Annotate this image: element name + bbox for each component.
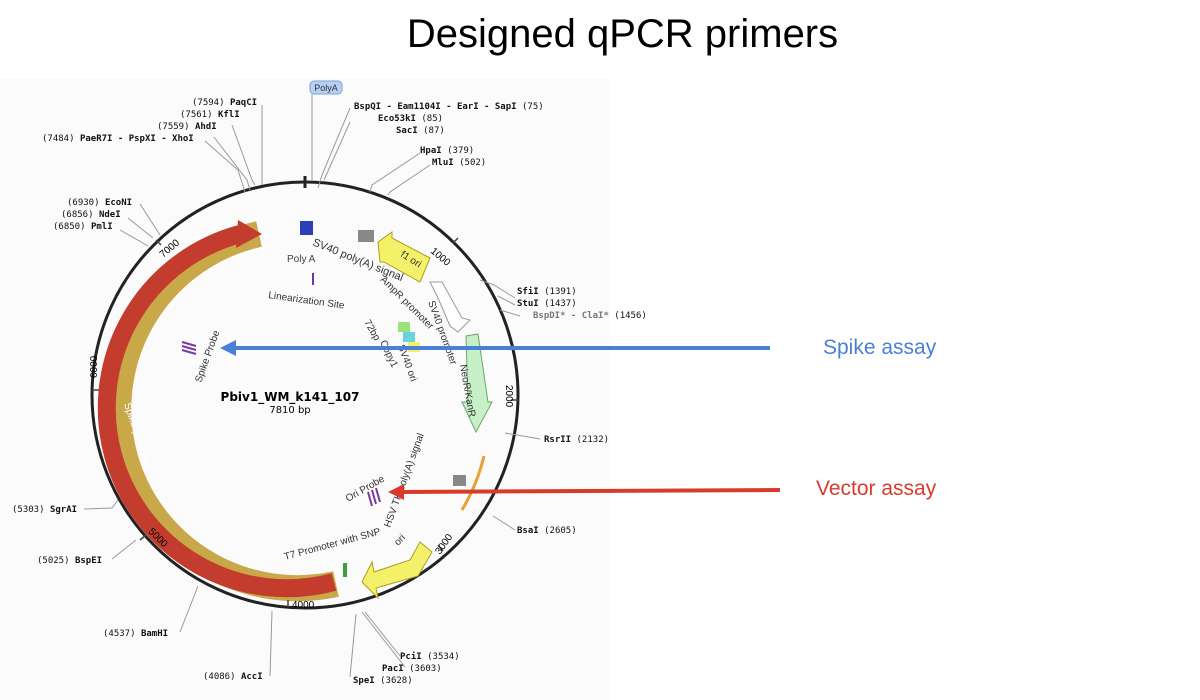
site-bspqi: BspQI - Eam1104I - EarI - SapI (75) [354,102,544,112]
site-ndei: (6856) NdeI [61,210,121,220]
neor-kanr-arrow [461,333,493,434]
site-mlui: MluI (502) [432,158,486,168]
hsv-tk-label: HSV TK poly(A) signal [382,432,426,529]
spike-gene-arc [97,225,337,598]
copy1-label: Copy1 [377,339,399,370]
tick-2000: 2000 [503,385,514,408]
site-eco53ki: Eco53kI (85) [378,114,443,124]
tick-1000: 1000 [428,246,452,269]
site-hpai: HpaI (379) [420,146,474,156]
site-econi: (6930) EcoNI [67,198,132,208]
f1-ori-arrow [377,231,431,283]
t7-marker [343,563,347,577]
site-bspdi: BspDI* - ClaI* (1456) [533,311,647,321]
site-saci: SacI (87) [396,126,445,136]
spike-assay-label: Spike assay [823,336,937,359]
spike-probe-label: Spike Probe [193,329,222,384]
tick-6000: 6000 [89,355,100,378]
72bp-box [398,322,410,332]
ori-probe-label: Ori Probe [344,473,387,504]
tick-3000: 3000 [433,532,455,557]
ori-arrow [361,541,433,600]
site-rsrii: RsrII (2132) [544,435,609,445]
site-pmli: (6850) PmlI [53,222,113,232]
site-paer7i: (7484) PaeR7I - PspXI - XhoI [42,134,194,144]
tick-4000: 4000 [292,600,315,611]
site-ahdi: (7559) AhdI [157,122,217,132]
site-spei: SpeI (3628) [353,676,413,686]
vector-assay-label: Vector assay [816,477,937,500]
site-pcii: PciI (3534) [400,651,460,662]
sv40-polya-box [358,230,374,242]
ori-label: ori [392,532,408,548]
plasmid-size: 7810 bp [269,405,310,416]
page-title: Designed qPCR primers [406,12,839,56]
site-paqci: (7594) PaqCI [192,98,257,108]
leader-lines [83,105,541,678]
spike-gene-arrowhead [236,220,262,248]
copy1-box [403,332,415,342]
spike-probe-marker [181,341,197,355]
polya-badge-label: PolyA [314,83,338,93]
site-bamhi: (4537) BamHI [103,629,168,639]
hsv-polya-box [453,475,466,486]
linearization-label: Linearization Site [268,290,346,312]
poly-a-label: Poly A [287,254,316,265]
ampr-promoter-arrow [429,281,471,333]
spike-assay-arrowhead [220,340,236,356]
72bp-label: 72bp [361,318,382,343]
poly-a-box [300,221,313,235]
scale-ticks [92,237,518,607]
site-stui: StuI (1437) [517,299,577,309]
vector-assay-arrow [399,488,781,494]
site-sfii: SfiI (1391) [517,286,577,297]
site-paci: PacI (3603) [382,664,442,674]
site-bsai: BsaI (2605) [517,526,577,536]
ori-probe-marker [367,487,381,507]
orange-arc [460,455,486,511]
site-sgrai: (5303) SgrAI [12,505,77,515]
t7-label: T7 Promoter with SNP [283,526,382,562]
vector-assay-arrowhead [388,484,404,500]
site-kfli: (7561) KflI [180,110,240,120]
polya-badge [309,80,343,95]
site-acci: (4086) AccI [203,672,263,682]
plasmid-name: Pbiv1_WM_k141_107 [221,390,360,405]
site-bspei: (5025) BspEI [37,556,102,566]
